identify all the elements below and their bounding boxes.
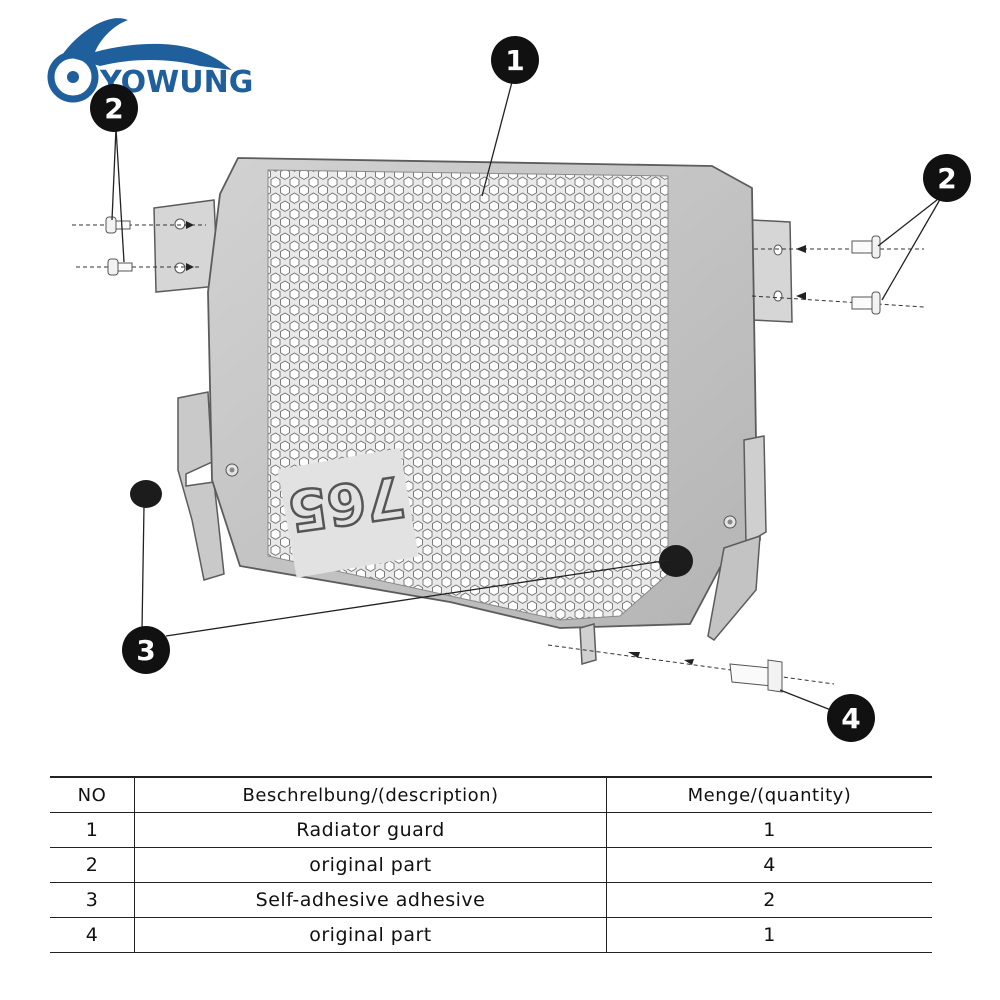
header-quantity: Menge/(quantity) xyxy=(606,776,932,813)
row-description: original part xyxy=(134,847,607,883)
svg-text:2: 2 xyxy=(937,162,956,195)
row-no: 4 xyxy=(50,917,135,953)
callout-2-right: 2 xyxy=(923,154,971,202)
right-bolts xyxy=(751,235,925,315)
table-row: 3 Self-adhesive adhesive 2 xyxy=(50,882,932,918)
table-row: 1 Radiator guard 1 xyxy=(50,812,932,848)
left-bolts xyxy=(72,216,206,276)
svg-text:4: 4 xyxy=(841,702,860,735)
header-no: NO xyxy=(50,776,135,813)
header-description: Beschrelbung/(description) xyxy=(134,776,607,813)
row-description: Radiator guard xyxy=(134,812,607,848)
row-no: 1 xyxy=(50,812,135,848)
svg-text:1: 1 xyxy=(505,44,524,77)
callout-3: 3 xyxy=(122,626,170,674)
row-quantity: 1 xyxy=(606,917,932,953)
brand-logo: YOWUNG xyxy=(47,18,253,103)
row-description: Self-adhesive adhesive xyxy=(134,882,607,918)
bottom-bolt xyxy=(547,644,835,693)
svg-text:2: 2 xyxy=(104,92,123,125)
callout-4: 4 xyxy=(827,694,875,742)
row-no: 3 xyxy=(50,882,135,918)
parts-table: NO Beschrelbung/(description) Menge/(qua… xyxy=(50,776,932,953)
svg-text:3: 3 xyxy=(136,634,155,667)
table-header-row: NO Beschrelbung/(description) Menge/(qua… xyxy=(50,776,932,813)
row-quantity: 2 xyxy=(606,882,932,918)
leader-lines xyxy=(111,81,943,713)
radiator-guard: 765 xyxy=(153,157,793,665)
table-row: 2 original part 4 xyxy=(50,847,932,883)
row-no: 2 xyxy=(50,847,135,883)
adhesive-pad-right xyxy=(659,545,693,577)
row-quantity: 1 xyxy=(606,812,932,848)
row-description: original part xyxy=(134,917,607,953)
table-row: 4 original part 1 xyxy=(50,917,932,953)
adhesive-pads xyxy=(130,480,693,577)
callout-1: 1 xyxy=(491,36,539,84)
adhesive-pad-left xyxy=(130,480,162,508)
row-quantity: 4 xyxy=(606,847,932,883)
callout-2-left: 2 xyxy=(90,84,138,132)
exploded-diagram: YOWUNG 765 xyxy=(47,18,971,742)
